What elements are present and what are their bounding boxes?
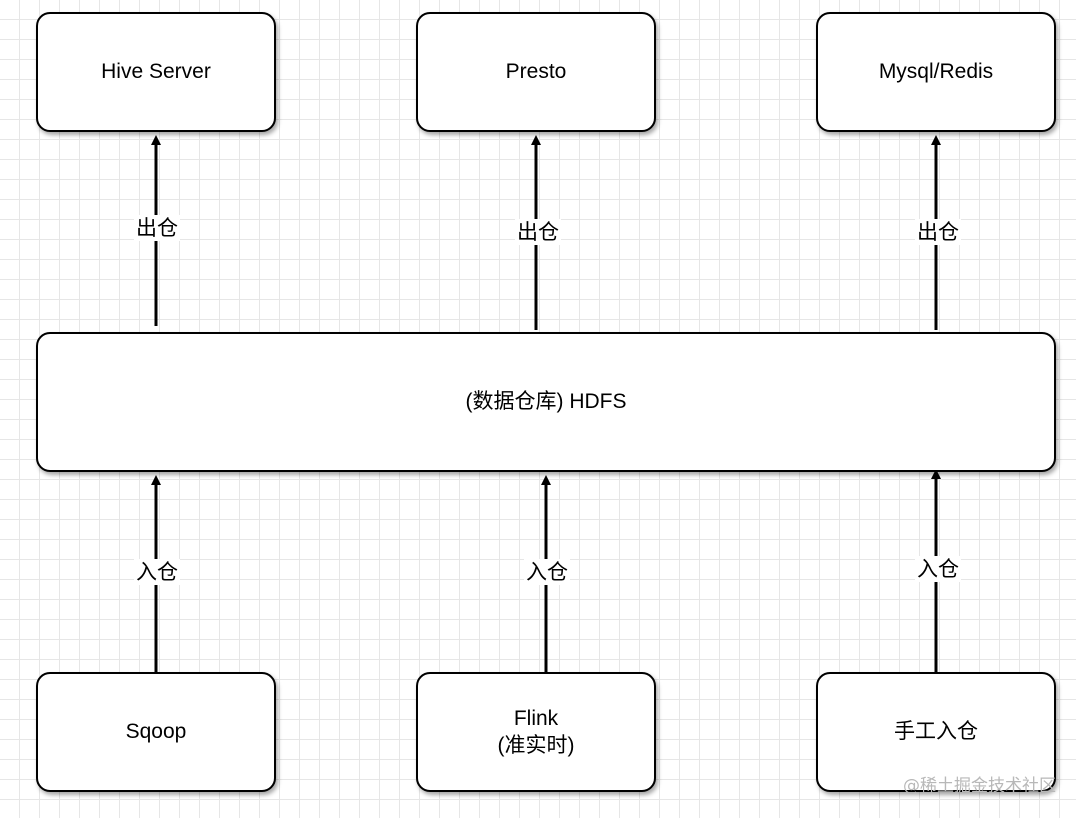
hdfs-node[interactable]: (数据仓库) HDFS [36, 332, 1056, 472]
flink-node[interactable]: Flink (准实时) [416, 672, 656, 792]
edge-label-out-hive: 出仓 [134, 215, 180, 241]
manual-node[interactable]: 手工入仓 [816, 672, 1056, 792]
sqoop-label: Sqoop [125, 720, 187, 744]
edge-label-out-mysql: 出仓 [915, 219, 961, 245]
flink-label-line2: (准实时) [497, 734, 575, 757]
hdfs-label: (数据仓库) HDFS [465, 390, 627, 414]
presto-node[interactable]: Presto [416, 12, 656, 132]
edge-label-in-manual: 入仓 [915, 556, 961, 582]
mysql-redis-label: Mysql/Redis [878, 60, 994, 84]
watermark: @稀土掘金技术社区 [903, 776, 1056, 796]
mysql-redis-node[interactable]: Mysql/Redis [816, 12, 1056, 132]
flink-label-line1: Flink [513, 706, 559, 730]
presto-label: Presto [505, 60, 567, 84]
manual-label: 手工入仓 [894, 720, 978, 744]
edge-label-in-sqoop: 入仓 [134, 559, 180, 585]
edge-label-out-presto: 出仓 [515, 219, 561, 245]
sqoop-node[interactable]: Sqoop [36, 672, 276, 792]
hive-server-label: Hive Server [101, 60, 211, 84]
edge-label-in-flink: 入仓 [524, 559, 570, 585]
hive-server-node[interactable]: Hive Server [36, 12, 276, 132]
